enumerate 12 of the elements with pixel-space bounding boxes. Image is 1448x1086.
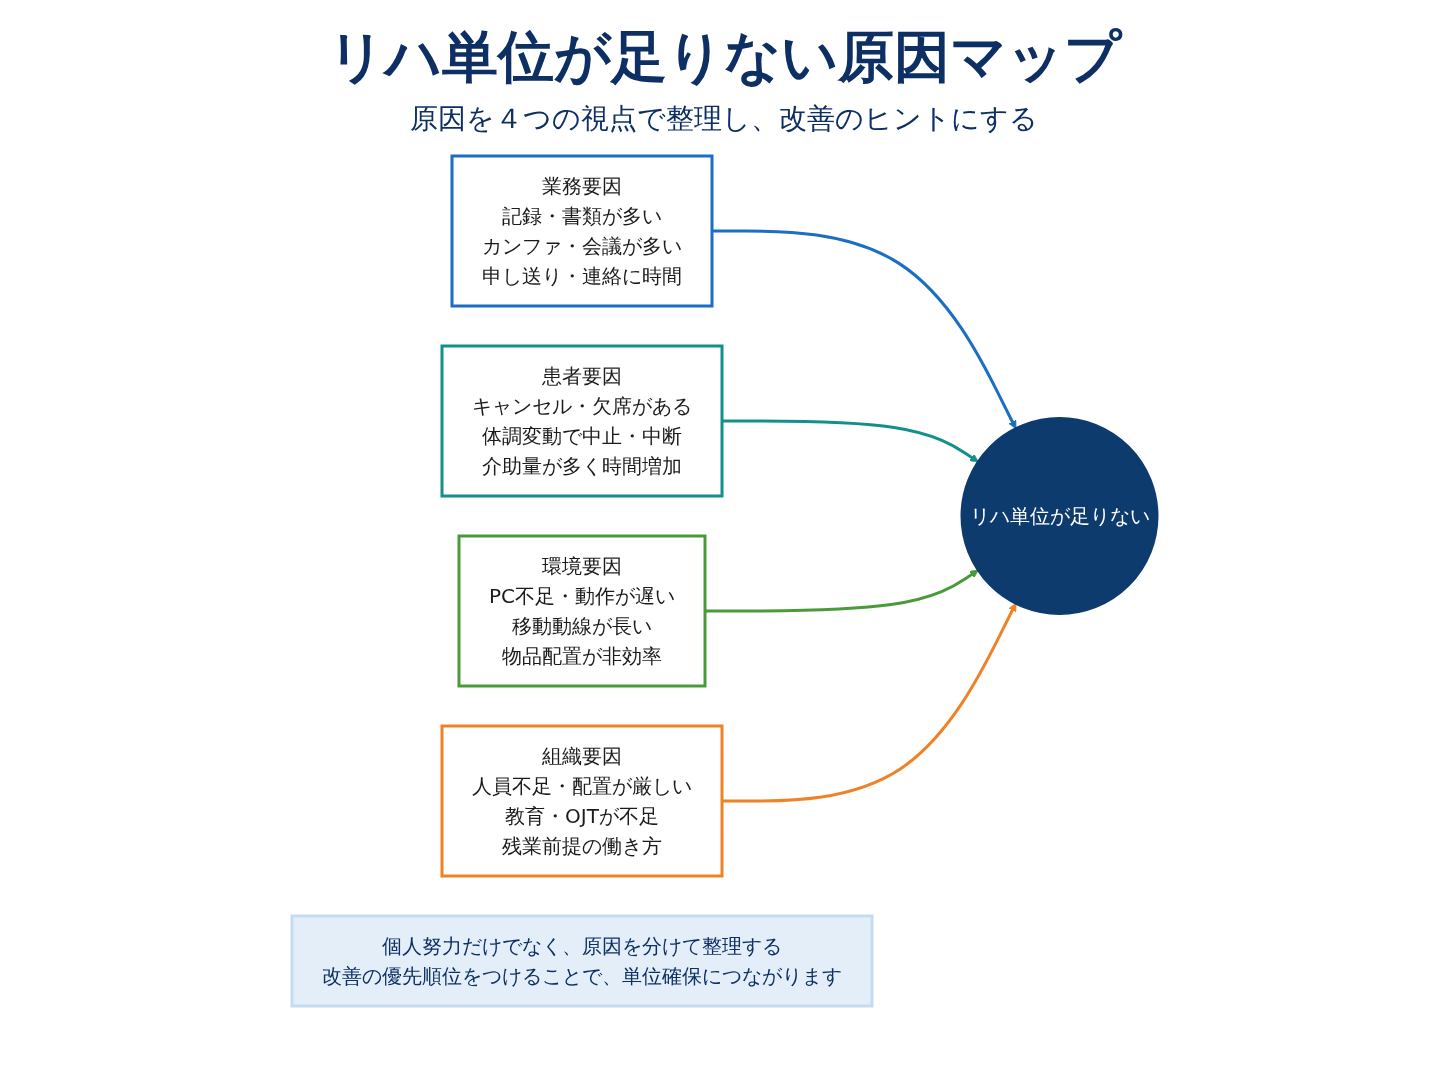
arrow xyxy=(721,602,1016,803)
node-circle: リハ単位が足りない xyxy=(960,417,1158,615)
title: リハ単位が足りない原因マップ xyxy=(326,23,1124,91)
node-box: 患者要因 キャンセル・欠席がある 体調変動で中止・中断 介助量が多く時間増加 xyxy=(440,344,723,498)
node-box: 組織要因 人員不足・配置が厳しい 教育・OJTが不足 残業前提の働き方 xyxy=(440,724,723,878)
node-box: 環境要因 PC不足・動作が遅い 移動動線が長い 物品配置が非効率 xyxy=(457,534,706,688)
arrow xyxy=(711,229,1016,430)
arrow xyxy=(704,569,979,613)
subtitle: 原因を４つの視点で整理し、改善のヒントにする xyxy=(409,101,1039,137)
node-box: 業務要因 記録・書類が多い カンファ・会議が多い 申し送り・連絡に時間 xyxy=(450,154,713,308)
arrow xyxy=(721,419,979,463)
node-box: 個人努力だけでなく、原因を分けて整理する 改善の優先順位をつけることで、単位確保につながります xyxy=(290,914,873,1008)
